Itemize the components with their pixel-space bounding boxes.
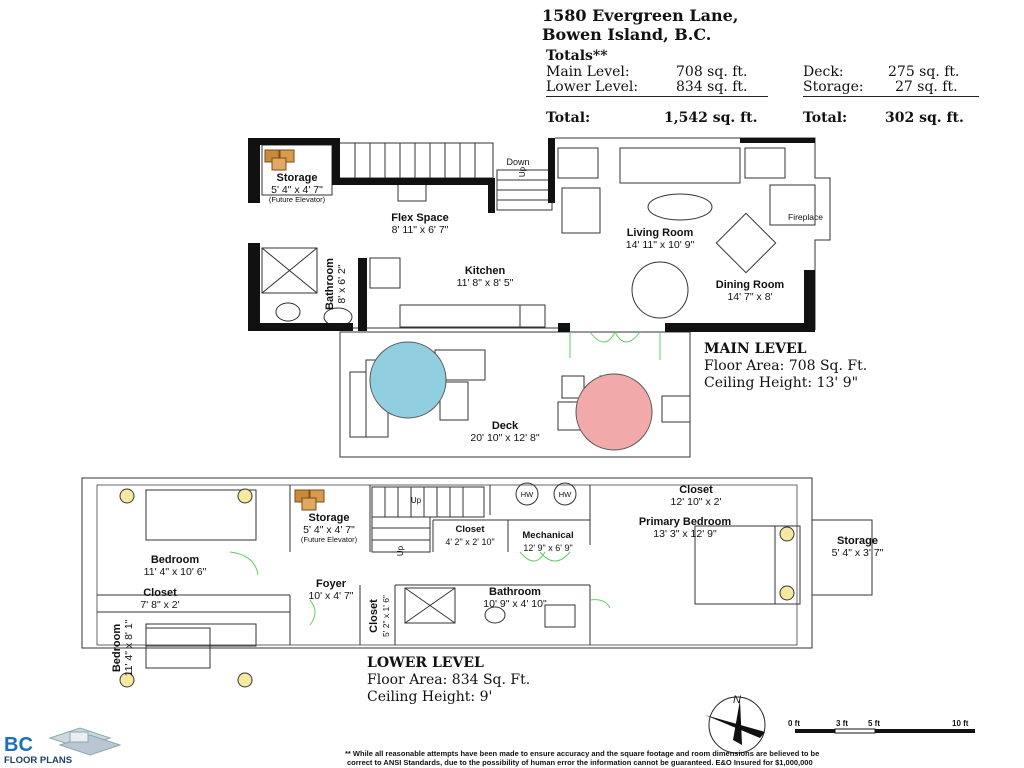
main-level-summary: MAIN LEVEL Floor Area: 708 Sq. Ft. Ceili…	[704, 341, 867, 392]
storage-total-value: 27 sq. ft.	[895, 79, 958, 95]
stairs-down-label: Down	[506, 157, 530, 167]
logo-bc: BC	[4, 734, 33, 756]
storage-total-label: Storage:	[803, 79, 864, 95]
totals-heading: Totals**	[546, 48, 608, 64]
closet-2-label: Closet 5' 2" x 1' 6"	[368, 595, 391, 637]
address-line-1: 1580 Evergreen Lane,	[542, 6, 739, 25]
deck-total-label: Deck:	[803, 64, 844, 80]
scale-10-label: 10 ft	[952, 719, 969, 728]
main-level-total-label: Main Level:	[546, 64, 630, 80]
compass-icon	[705, 696, 766, 754]
grand-total-value: 1,542 sq. ft.	[664, 110, 758, 126]
primary-bedroom-label: Primary Bedroom 13' 3" x 12' 9"	[638, 516, 732, 540]
kitchen-label: Kitchen 11' 8" x 8' 5"	[456, 265, 514, 289]
totals-rule-right	[803, 96, 979, 97]
hot-water-2-label: HW	[558, 490, 572, 499]
closet-3-label: Closet 4' 2" x 2' 10"	[445, 524, 495, 547]
living-room-label: Living Room 14' 11" x 10' 9"	[625, 227, 695, 251]
main-level-walls	[248, 138, 815, 332]
dining-room-label: Dining Room 14' 7" x 8'	[715, 279, 785, 303]
lower-level-plan	[81, 477, 873, 669]
main-bathroom-label: Bathroom 8' x 6' 2"	[324, 258, 348, 310]
main-level-total-value: 708 sq. ft.	[676, 64, 748, 80]
scale-3-label: 3 ft	[836, 719, 848, 728]
main-level-floor-area: Floor Area: 708 Sq. Ft.	[704, 358, 868, 374]
scale-bar	[795, 728, 975, 734]
lower-level-summary: LOWER LEVEL Floor Area: 834 Sq. Ft. Ceil…	[367, 655, 530, 706]
scale-5-label: 5 ft	[868, 719, 880, 728]
bc-floor-plans-logo	[48, 727, 122, 756]
grand-total-label: Total:	[546, 110, 591, 126]
outdoor-total-value: 302 sq. ft.	[885, 110, 964, 126]
mechanical-label: Mechanical 12' 9" x 6' 9"	[522, 530, 574, 553]
lower-stairs-up-label-2: Up	[396, 545, 405, 557]
hot-water-1-label: HW	[520, 490, 534, 499]
disclaimer-line-1: ** While all reasonable attempts have be…	[345, 749, 820, 758]
address-line-2: Bowen Island, B.C.	[542, 25, 712, 44]
closet-4-label: Closet 12' 10" x 2'	[670, 484, 722, 508]
lower-storage-label: Storage 5' 4" x 4' 7" (Future Elevator)	[300, 512, 358, 544]
deck-label: Deck 20' 10" x 12' 8"	[470, 420, 540, 444]
totals-rule-left	[546, 96, 768, 97]
main-level-title: MAIN LEVEL	[704, 341, 807, 357]
closet-1-label: Closet 7' 8" x 2'	[140, 587, 180, 611]
main-storage-label: Storage 5' 4" x 4' 7" (Future Elevator)	[268, 172, 326, 204]
fireplace-label: Fireplace	[788, 212, 823, 222]
compass-north-label: N	[733, 694, 741, 706]
lower-storage-2-label: Storage 5' 4" x 3' 7"	[831, 535, 884, 559]
main-level-ceiling: Ceiling Height: 13' 9"	[704, 375, 859, 391]
lower-level-total-label: Lower Level:	[546, 79, 639, 95]
lower-level-floor-area: Floor Area: 834 Sq. Ft.	[367, 672, 531, 688]
storage-box-icon	[264, 149, 295, 171]
deck-umbrella-blue	[369, 341, 447, 419]
disclaimer-line-2: correct to ANSI Standards, due to the po…	[347, 758, 813, 767]
deck-umbrella-pink	[575, 373, 653, 451]
foyer-label: Foyer 10' x 4' 7"	[308, 578, 354, 602]
lower-bathroom-label: Bathroom 10' 9" x 4' 10"	[483, 586, 547, 610]
lower-level-total-value: 834 sq. ft.	[676, 79, 748, 95]
deck-total-value: 275 sq. ft.	[888, 64, 960, 80]
bedroom-2-label: Bedroom 11' 4" x 8' 1"	[111, 619, 135, 677]
outdoor-total-label: Total:	[803, 110, 848, 126]
logo-floor-plans: FLOOR PLANS	[4, 755, 73, 766]
flex-space-label: Flex Space 8' 11" x 6' 7"	[391, 212, 449, 236]
scale-0-label: 0 ft	[788, 719, 800, 728]
lower-stairs-up-label-1: Up	[410, 496, 422, 505]
storage-box-icon	[294, 489, 325, 511]
lower-level-title: LOWER LEVEL	[367, 655, 484, 671]
main-level-plan	[261, 137, 831, 458]
lamp-icon	[119, 488, 795, 688]
lower-level-ceiling: Ceiling Height: 9'	[367, 689, 493, 705]
bedroom-1-label: Bedroom 11' 4" x 10' 6"	[143, 554, 207, 578]
stairs-up-label: Up	[518, 166, 527, 178]
